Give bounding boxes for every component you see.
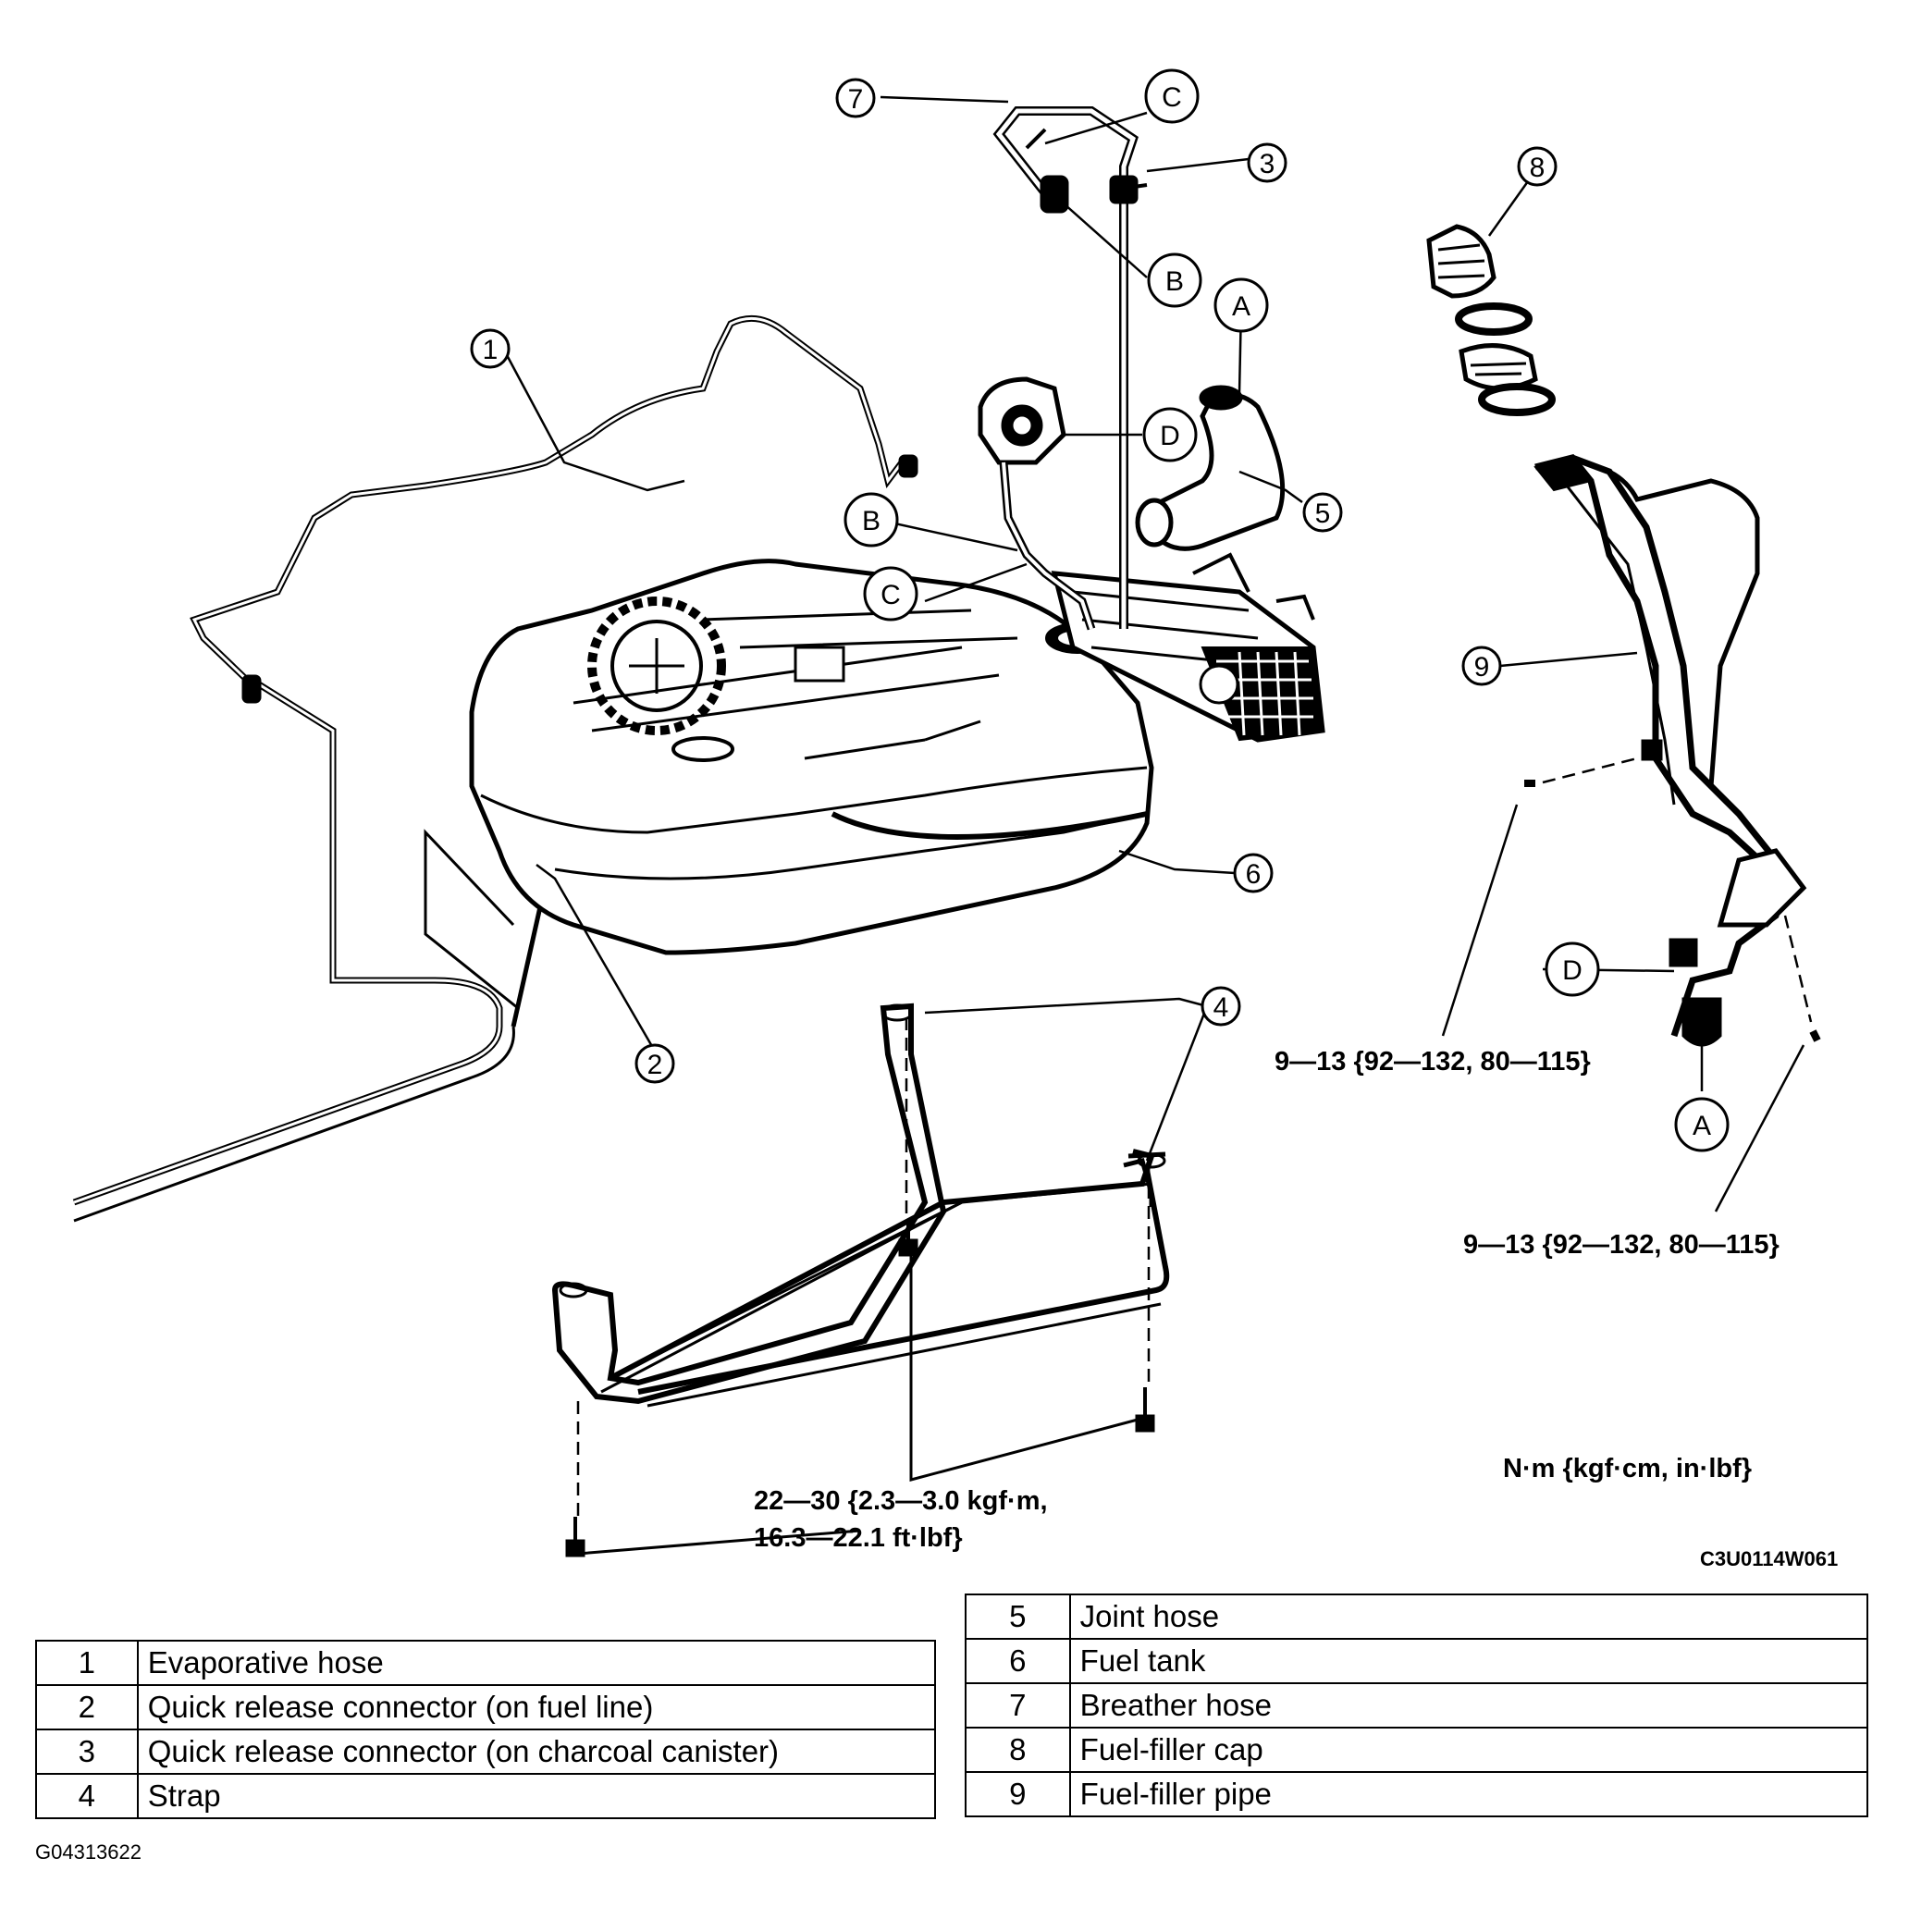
legend-number: 4: [35, 1773, 139, 1819]
strap: [551, 1003, 1170, 1557]
legend-table-left: 1 Evaporative hose 2 Quick release conne…: [35, 1640, 937, 1819]
callout-a-bottom: A: [1674, 1097, 1730, 1152]
torque-filler-upper: 9—13 {92—132, 80—115}: [1275, 1047, 1591, 1077]
torque-units: N·m {kgf·cm, in·lbf}: [1503, 1454, 1752, 1483]
svg-text:D: D: [1160, 421, 1180, 451]
svg-text:A: A: [1232, 291, 1250, 322]
torque-filler-lower: 9—13 {92—132, 80—115}: [1463, 1230, 1780, 1260]
callout-a-top: A: [1213, 277, 1269, 333]
legend-label: Quick release connector (on fuel line): [136, 1684, 937, 1730]
callout-4: 4: [1201, 986, 1241, 1027]
leader-lines: [505, 95, 1805, 1212]
svg-text:D: D: [1562, 955, 1583, 986]
legend-number: 7: [965, 1682, 1071, 1729]
footer-code: G04313622: [35, 1840, 142, 1864]
svg-text:9: 9: [1474, 652, 1490, 683]
callout-7: 7: [835, 78, 876, 118]
legend-label: Fuel-filler cap: [1068, 1727, 1869, 1773]
callout-2: 2: [634, 1043, 675, 1084]
callout-1: 1: [470, 328, 511, 369]
svg-text:4: 4: [1213, 992, 1229, 1023]
svg-text:1: 1: [483, 335, 499, 365]
legend-label: Fuel tank: [1068, 1638, 1869, 1684]
legend-row: 1 Evaporative hose: [35, 1640, 937, 1686]
callout-9: 9: [1461, 646, 1502, 686]
torque-strap-line2: 16.3—22.1 ft·lbf}: [754, 1523, 963, 1553]
legend-row: 4 Strap: [35, 1773, 937, 1819]
legend-number: 9: [965, 1771, 1071, 1817]
figure-id: C3U0114W061: [1700, 1547, 1838, 1570]
legend-label: Strap: [136, 1773, 937, 1819]
legend-row: 5 Joint hose: [965, 1594, 1869, 1640]
joint-hose: [1135, 385, 1286, 551]
fuel-system-diagram: 1 2 3 4 5 6 7 8 9 A A B: [72, 68, 1838, 1570]
callout-6: 6: [1233, 853, 1274, 893]
callout-c-top: C: [1144, 68, 1200, 124]
legend-table-right: 5 Joint hose 6 Fuel tank 7 Breather hose…: [965, 1594, 1869, 1817]
svg-text:3: 3: [1260, 149, 1275, 179]
callout-d-top: D: [1142, 407, 1198, 462]
legend-row: 8 Fuel-filler cap: [965, 1727, 1869, 1773]
fuel-tank: [469, 559, 1154, 955]
legend-label: Joint hose: [1068, 1594, 1869, 1640]
legend-number: 2: [35, 1684, 139, 1730]
legend-number: 8: [965, 1727, 1071, 1773]
legend-label: Evaporative hose: [136, 1640, 937, 1686]
svg-text:C: C: [1162, 82, 1182, 113]
legend-label: Quick release connector (on charcoal can…: [136, 1729, 937, 1775]
callout-b-tank: B: [844, 492, 899, 548]
legend-number: 1: [35, 1640, 139, 1686]
evaporative-valve: [978, 376, 1096, 631]
svg-text:B: B: [862, 506, 881, 536]
legend-number: 3: [35, 1729, 139, 1775]
torque-strap-line1: 22—30 {2.3—3.0 kgf·m,: [754, 1486, 1048, 1516]
breather-hose: [992, 106, 1148, 629]
svg-text:5: 5: [1315, 498, 1331, 529]
legend-row: 9 Fuel-filler pipe: [965, 1771, 1869, 1817]
callout-8: 8: [1517, 146, 1558, 187]
callout-3: 3: [1247, 142, 1287, 183]
svg-text:7: 7: [848, 84, 864, 115]
legend-number: 6: [965, 1638, 1071, 1684]
svg-text:B: B: [1165, 266, 1184, 297]
fuel-filler-cap: [1426, 224, 1556, 416]
legend-label: Fuel-filler pipe: [1068, 1771, 1869, 1817]
fuel-filler-pipe: [1524, 454, 1821, 1047]
svg-text:A: A: [1693, 1111, 1711, 1141]
legend-row: 3 Quick release connector (on charcoal c…: [35, 1729, 937, 1775]
callout-5: 5: [1302, 492, 1343, 533]
callout-c-tank: C: [863, 566, 918, 621]
legend-row: 2 Quick release connector (on fuel line): [35, 1684, 937, 1730]
svg-text:8: 8: [1530, 153, 1546, 183]
legend-row: 7 Breather hose: [965, 1682, 1869, 1729]
legend-label: Breather hose: [1068, 1682, 1869, 1729]
svg-text:C: C: [881, 580, 901, 610]
svg-text:2: 2: [647, 1050, 663, 1080]
callout-b-top: B: [1147, 252, 1202, 308]
svg-text:6: 6: [1246, 859, 1262, 890]
legend-number: 5: [965, 1594, 1071, 1640]
legend-row: 6 Fuel tank: [965, 1638, 1869, 1684]
callout-d-filler: D: [1545, 941, 1600, 997]
